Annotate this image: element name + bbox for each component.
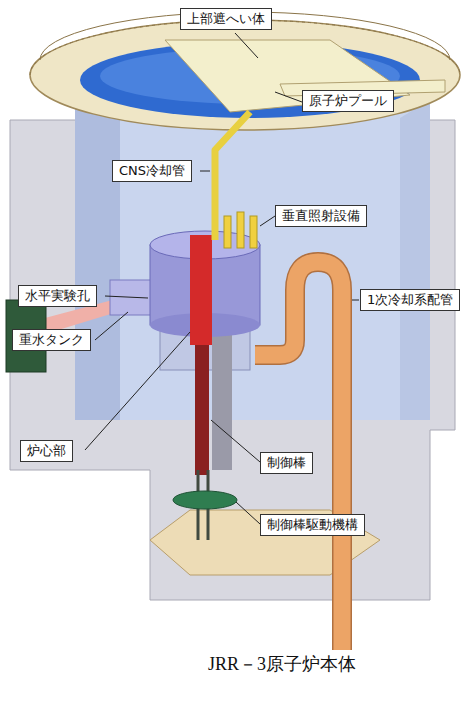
caption: JRR－3原子炉本体 — [208, 652, 356, 676]
leader-line — [85, 332, 190, 450]
part-label: 水平実験孔 — [25, 288, 90, 303]
label-box: 制御棒 — [260, 452, 313, 474]
leader-line — [105, 296, 148, 298]
leader-line — [352, 300, 359, 301]
leader-line — [236, 502, 260, 524]
reactor-core — [190, 235, 212, 345]
drive-plate — [173, 491, 237, 509]
irradiation-tube — [237, 212, 244, 248]
leader-line — [211, 420, 260, 462]
coolant-pipe-outline — [255, 262, 342, 650]
pool-inner-wall — [75, 100, 120, 420]
pool-inner-wall — [400, 100, 430, 420]
leader-line — [200, 171, 210, 172]
control-rod — [195, 345, 209, 475]
label-box: 原子炉プール — [302, 90, 394, 112]
label-box: 上部遮へい体 — [180, 8, 272, 30]
label-box: 水平実験孔 — [18, 285, 97, 307]
irradiation-tube — [224, 216, 231, 248]
leader-line — [275, 92, 302, 102]
pool-interior — [75, 100, 430, 420]
part-label: 炉心部 — [27, 443, 66, 458]
coolant-pipe — [255, 262, 342, 650]
part-label: 垂直照射設備 — [282, 208, 360, 223]
leader-line — [260, 216, 275, 226]
part-label: 制御棒駆動機構 — [267, 517, 358, 532]
upper-shield — [165, 40, 410, 112]
part-label: 制御棒 — [267, 455, 306, 470]
label-box: 1次冷却系配管 — [360, 289, 460, 311]
leader-line — [235, 33, 258, 58]
label-box: 垂直照射設備 — [275, 205, 367, 227]
leader-line — [95, 312, 128, 340]
cns-pipe — [215, 112, 250, 240]
part-label: 重水タンク — [19, 332, 84, 347]
label-box: 重水タンク — [12, 329, 91, 351]
part-label: 1次冷却系配管 — [367, 292, 453, 307]
part-label: 原子炉プール — [309, 93, 387, 108]
label-box: CNS冷却管 — [112, 160, 192, 182]
part-label: 上部遮へい体 — [187, 11, 265, 26]
irradiation-tube — [250, 216, 257, 248]
label-box: 制御棒駆動機構 — [260, 514, 365, 536]
part-label: CNS冷却管 — [119, 163, 185, 178]
label-box: 炉心部 — [20, 440, 73, 462]
